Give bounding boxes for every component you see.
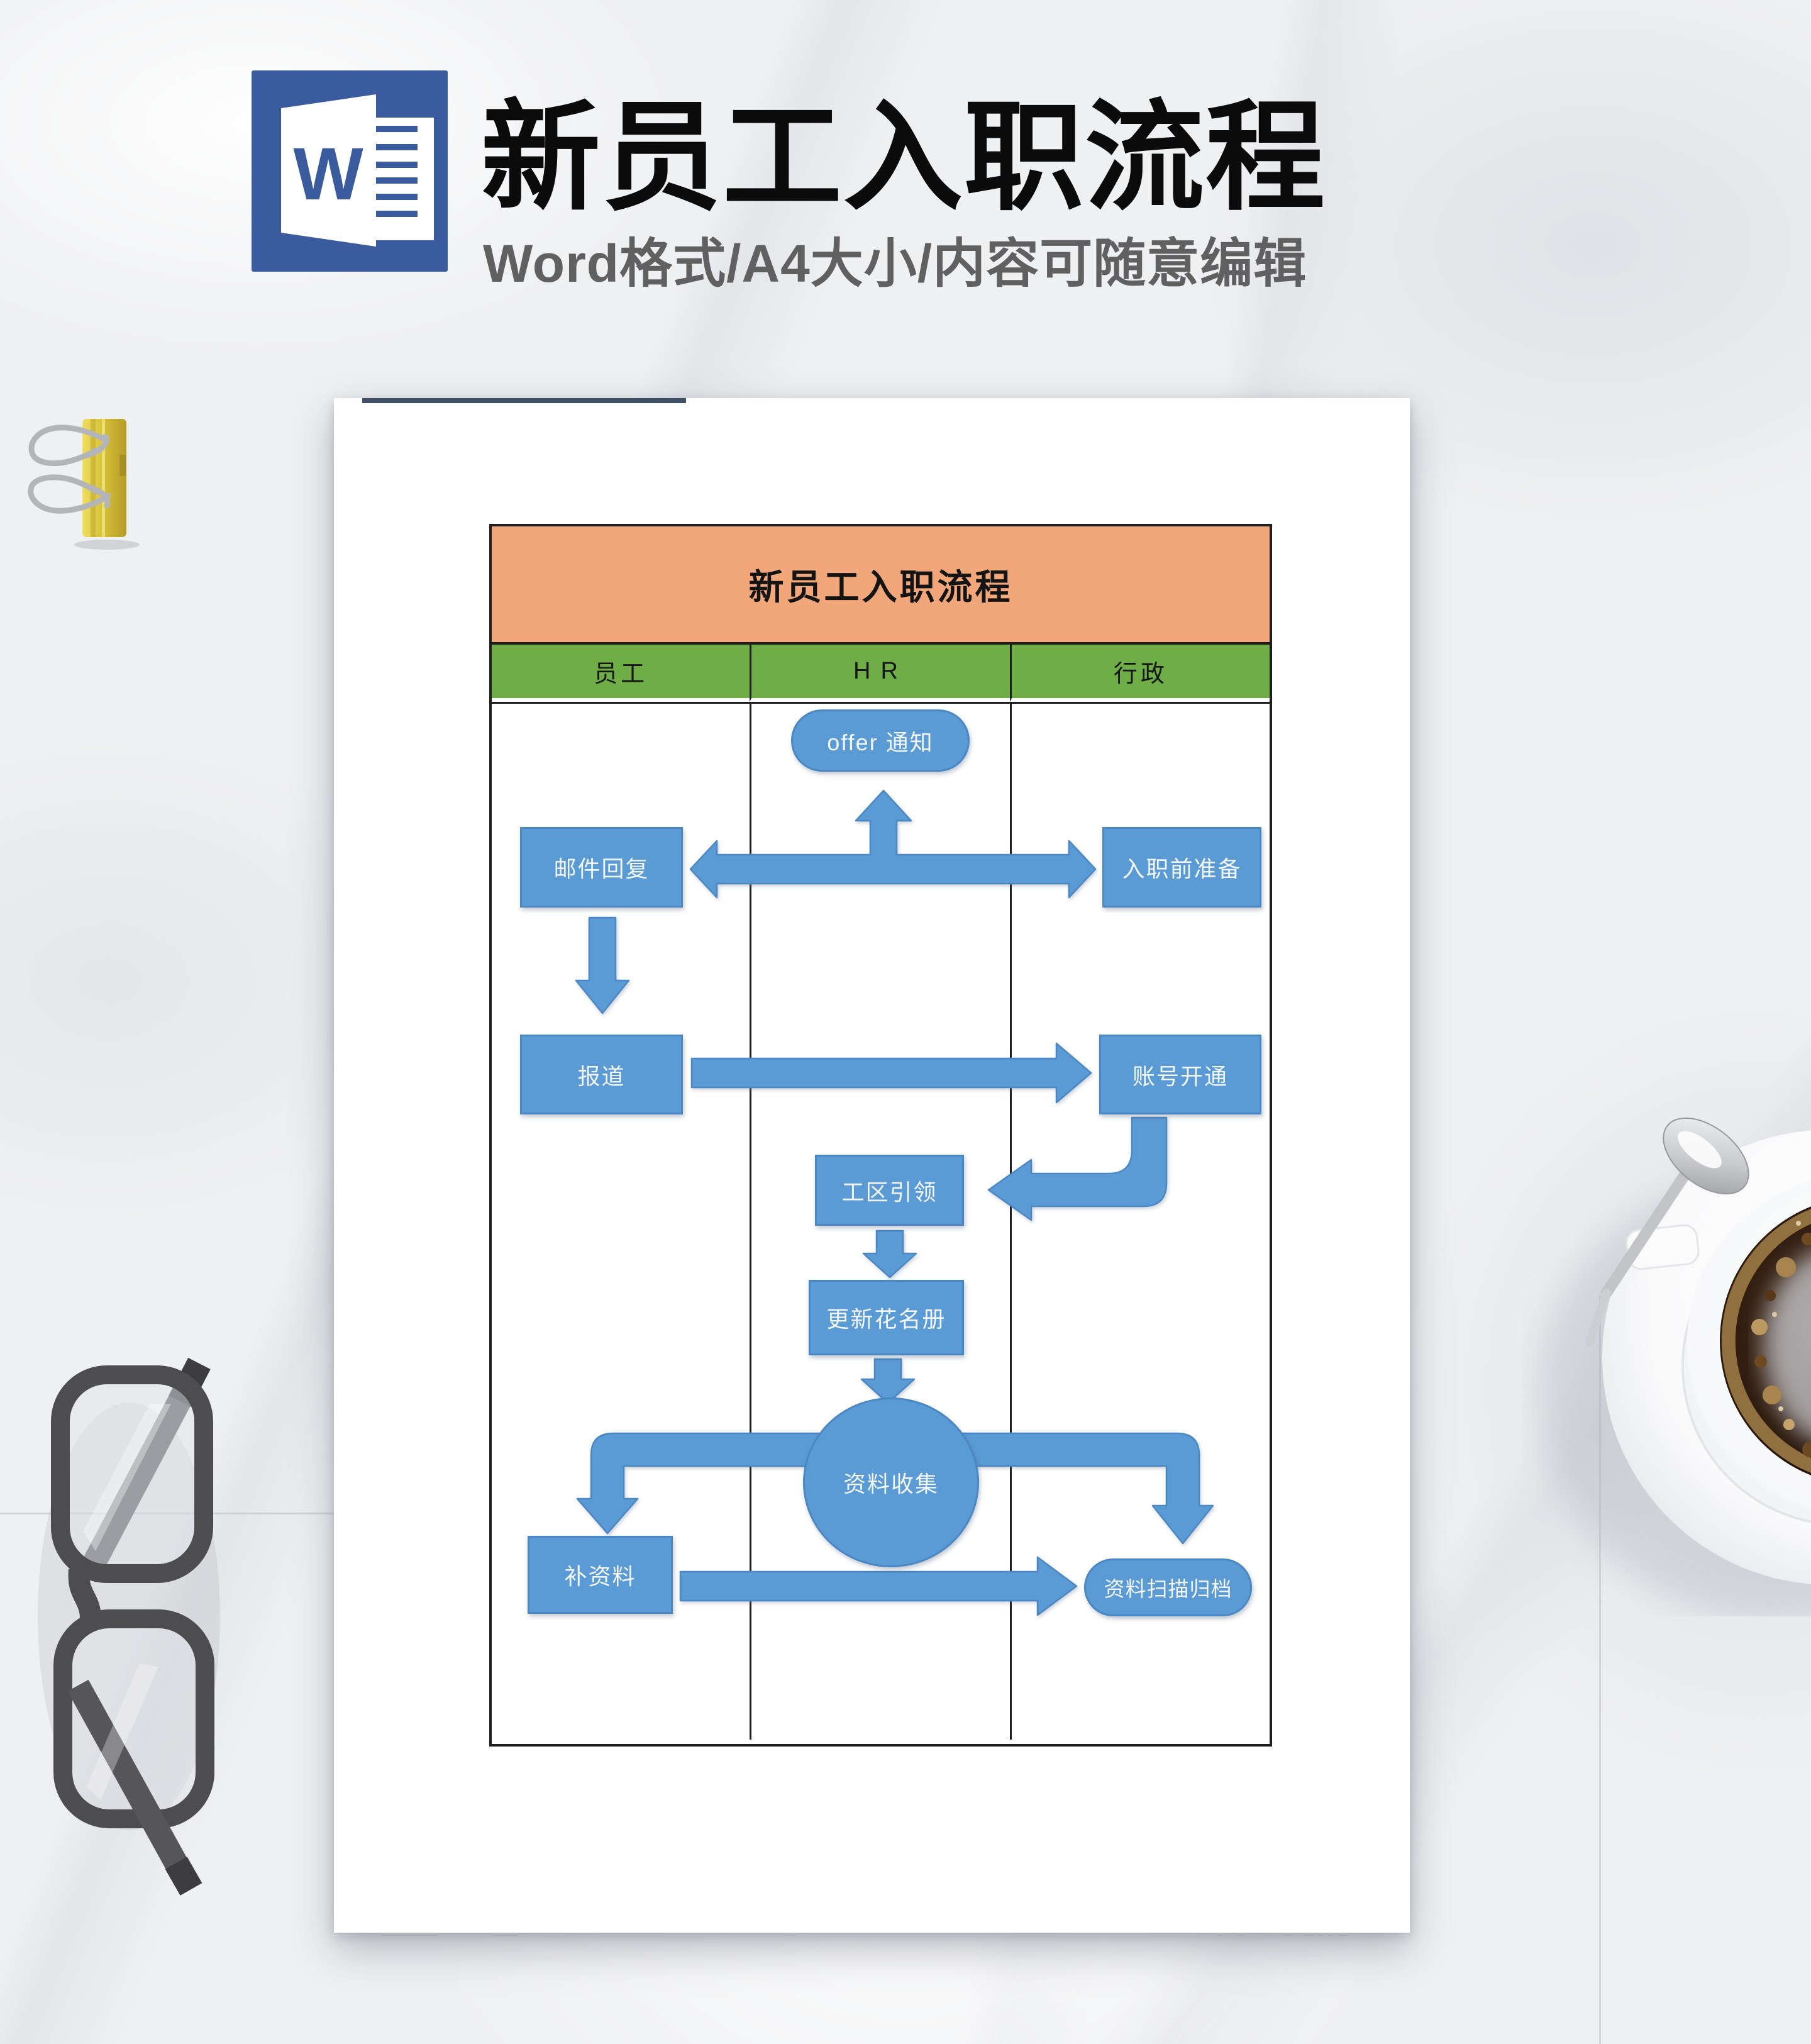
flow-node-collect-docs: 资料收集: [803, 1397, 979, 1567]
coffee-crema-bubbles: [1751, 1221, 1811, 1457]
flow-node-workspace-guide: 工区引领: [815, 1155, 964, 1226]
flow-arrows: [575, 789, 1214, 1616]
flow-node-offer-notice: offer 通知: [791, 709, 970, 772]
marble-seam-vertical: [1599, 1296, 1601, 2044]
arrow-down-roster-to-collect: [860, 1358, 916, 1404]
word-icon-letter: W: [293, 133, 363, 216]
flow-node-email-reply: 邮件回复: [520, 827, 683, 908]
flowchart-table: 新员工入职流程 员工 HR 行政: [489, 524, 1272, 1747]
arrow-elbow-account-to-guide: [987, 1116, 1168, 1221]
flow-node-report-in: 报道: [520, 1035, 683, 1114]
lane-column-hr: [750, 704, 1009, 1740]
lane-column-admin: [1009, 704, 1270, 1740]
binder-clip-icon: [28, 419, 140, 550]
lane-header-admin: 行政: [1009, 645, 1270, 702]
arrow-elbow-collect-to-archive: [961, 1432, 1214, 1545]
arrow-down-guide-to-roster: [862, 1230, 917, 1279]
arrow-down-email-to-report: [575, 916, 630, 1014]
table-title: 新员工入职流程: [492, 526, 1270, 645]
flow-node-account-open: 账号开通: [1099, 1035, 1261, 1114]
spoon-icon: [1585, 1117, 1749, 1347]
swimlane-body: [492, 704, 1270, 1740]
flow-node-supplement-docs: 补资料: [528, 1536, 673, 1614]
arrow-right-report-to-account: [690, 1042, 1092, 1104]
arrow-right-supplement-to-archive: [679, 1556, 1078, 1616]
glasses-icon: [38, 1357, 220, 1896]
swimlane-header-row: 员工 HR 行政: [492, 645, 1270, 704]
flow-node-pre-onboarding: 入职前准备: [1102, 827, 1261, 908]
word-icon: W: [252, 70, 448, 272]
word-icon-text-lines: [376, 126, 418, 217]
arrow-elbow-collect-to-supplement: [576, 1432, 822, 1535]
paper-top-strip: [362, 398, 686, 403]
coffee-cup-icon: [1537, 1117, 1811, 1616]
lane-header-employee: 员工: [492, 645, 750, 702]
arrow-threeway: [689, 789, 1097, 899]
flow-node-scan-archive: 资料扫描归档: [1084, 1558, 1252, 1616]
word-icon-cover-fold: [281, 94, 376, 247]
page-subtitle: Word格式/A4大小/内容可随意编辑: [483, 234, 1307, 293]
flow-node-update-roster: 更新花名册: [809, 1280, 964, 1355]
page-title: 新员工入职流程: [481, 91, 1327, 225]
lane-header-hr: HR: [750, 645, 1010, 702]
document-paper: 新员工入职流程 员工 HR 行政: [334, 398, 1410, 1933]
